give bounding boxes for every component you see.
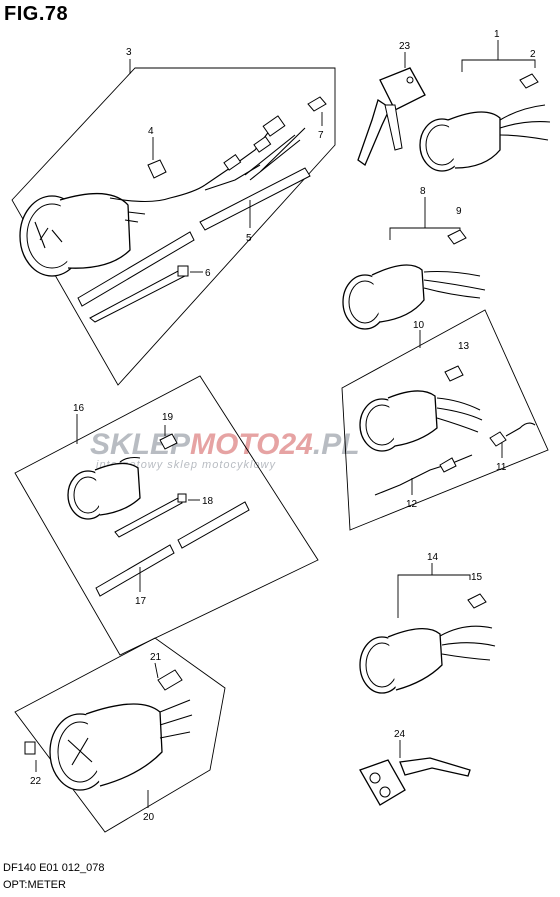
callout-17: 17 xyxy=(135,596,147,607)
callout-5: 5 xyxy=(246,233,252,244)
callout-14: 14 xyxy=(427,552,439,563)
watermark-part1: SKLEP xyxy=(90,428,191,461)
footer-code: DF140 E01 012_078 xyxy=(3,862,105,874)
bracket-24: 24 xyxy=(359,729,471,806)
group-14: 14 15 xyxy=(359,552,496,694)
tube-5: 5 xyxy=(77,167,311,307)
callout-8: 8 xyxy=(420,186,426,197)
callout-23: 23 xyxy=(399,41,411,52)
footer-name: OPT:METER xyxy=(3,879,66,891)
group-20 xyxy=(14,637,226,833)
callout-13: 13 xyxy=(458,341,470,352)
callout-3: 3 xyxy=(126,47,132,58)
callout-2: 2 xyxy=(530,49,536,60)
callout-15: 15 xyxy=(471,572,483,583)
watermark-part3: 24 xyxy=(278,428,313,461)
bulb-4: 4 xyxy=(147,126,167,179)
watermark: SKLEPMOTO24.PL internetowy sklep motocyk… xyxy=(90,428,360,471)
callout-19: 19 xyxy=(162,412,174,423)
group-1: 1 2 xyxy=(419,29,551,172)
callout-21: 21 xyxy=(150,652,162,663)
callout-11: 11 xyxy=(496,462,507,473)
watermark-part2: MOTO xyxy=(190,428,279,461)
group-16-frame xyxy=(14,375,319,656)
callout-24: 24 xyxy=(394,729,406,740)
callout-22: 22 xyxy=(30,776,42,787)
callout-12: 12 xyxy=(406,499,418,510)
callout-20: 20 xyxy=(143,812,155,823)
watermark-text: SKLEPMOTO24.PL xyxy=(90,428,360,461)
callout-9: 9 xyxy=(456,206,462,217)
callout-7: 7 xyxy=(318,130,324,141)
callout-1: 1 xyxy=(494,29,500,40)
bulb-7: 7 xyxy=(307,96,327,141)
callout-6: 6 xyxy=(205,268,211,279)
group-3-frame xyxy=(11,67,336,386)
callout-16: 16 xyxy=(73,403,85,414)
connector-harness xyxy=(204,115,306,191)
watermark-part4: .PL xyxy=(313,428,360,461)
group-8: 8 9 xyxy=(342,186,486,330)
tachometer-gauge xyxy=(19,184,206,277)
tie-6: 6 xyxy=(89,265,211,323)
group-10: 10 xyxy=(341,309,549,531)
group-16-gauge: 19 18 17 xyxy=(67,412,250,607)
callout-4: 4 xyxy=(148,126,154,137)
group-16: 16 xyxy=(14,375,319,656)
group-20-frame xyxy=(14,637,226,833)
group-10-frame xyxy=(341,309,549,531)
group-10-gauge: 13 11 12 xyxy=(359,341,536,510)
callout-18: 18 xyxy=(202,496,214,507)
group-3: 3 xyxy=(11,47,336,386)
watermark-tagline: internetowy sklep motocyklowy xyxy=(96,459,277,471)
figure-title: FIG.78 xyxy=(4,3,69,25)
callout-10: 10 xyxy=(413,320,425,331)
group-20-gauge: 21 22 20 xyxy=(24,652,193,823)
bracket-23: 23 xyxy=(357,41,426,166)
